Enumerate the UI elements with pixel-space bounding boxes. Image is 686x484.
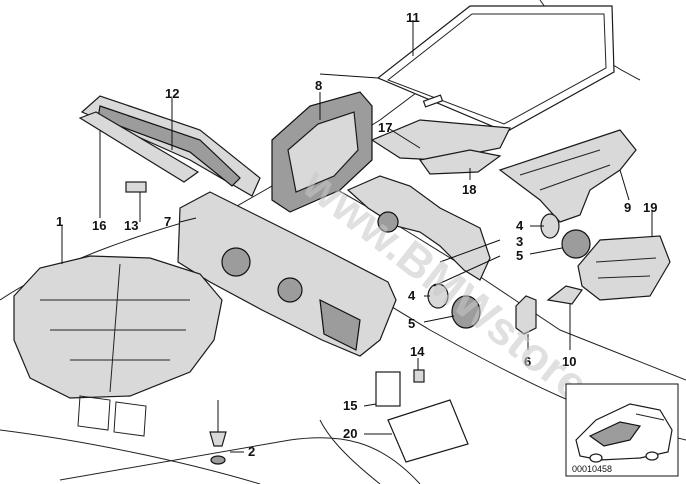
part-12-16-cowl: [78, 95, 261, 197]
callout-labels: 11 12 8 17 18 9 19 1 16 13 7 4 5 3 4 5 6…: [56, 10, 657, 459]
callout-8: 8: [315, 78, 322, 93]
callout-10: 10: [562, 354, 576, 369]
callout-18: 18: [462, 182, 476, 197]
callout-6: 6: [524, 354, 531, 369]
callout-15: 15: [343, 398, 357, 413]
callout-4-lower: 4: [408, 288, 416, 303]
part-9-trunk-insulation: [498, 129, 637, 223]
car-front-grille: [77, 395, 147, 437]
part-14-15-20-pads: [375, 369, 469, 463]
leader-lines: [61, 20, 653, 453]
callout-7: 7: [164, 214, 171, 229]
inset-car-thumbnail: 00010458: [565, 383, 679, 477]
callout-5-lower: 5: [408, 316, 415, 331]
part-4-5-grommets: [427, 213, 591, 329]
part-3-tunnel: [346, 175, 491, 281]
part-8-door-insulation: [271, 91, 373, 213]
part-2-clip: [209, 400, 227, 465]
callout-11: 11: [406, 10, 420, 25]
diagram-code: 00010458: [572, 464, 612, 474]
callout-20: 20: [343, 426, 357, 441]
callout-16: 16: [92, 218, 106, 233]
callout-4-upper: 4: [516, 218, 524, 233]
part-11-headliner: [376, 5, 615, 133]
callout-9: 9: [624, 200, 631, 215]
part-7-firewall: [177, 191, 397, 357]
callout-19: 19: [643, 200, 657, 215]
callout-2: 2: [248, 444, 255, 459]
callout-1: 1: [56, 214, 63, 229]
callout-14: 14: [410, 344, 425, 359]
callout-5-upper: 5: [516, 248, 523, 263]
callout-12: 12: [165, 86, 179, 101]
part-17-18-insulation: [370, 119, 511, 175]
part-1-hood-insulation: [13, 255, 223, 399]
callout-17: 17: [378, 120, 392, 135]
callout-13: 13: [124, 218, 138, 233]
callout-3: 3: [516, 234, 523, 249]
part-19-floor-insulation: [577, 235, 671, 301]
part-6-10-pads: [515, 285, 584, 335]
